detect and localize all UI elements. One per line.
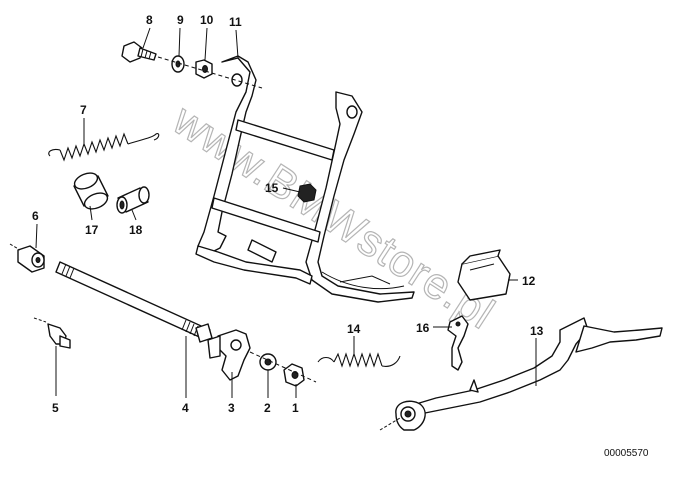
bolt-8 (121, 41, 157, 63)
spring-7 (48, 132, 160, 162)
nut-10 (195, 59, 213, 79)
callout-2: 2 (264, 401, 271, 415)
callout-17: 17 (85, 223, 99, 237)
leader-lines (35, 27, 537, 398)
callout-1: 1 (292, 401, 299, 415)
bush-17 (73, 172, 109, 210)
callout-3: 3 (228, 401, 235, 415)
center-stand (195, 55, 415, 303)
nut-15 (297, 183, 317, 203)
callout-15: 15 (265, 181, 279, 195)
callout-18: 18 (129, 223, 143, 237)
bracket-16 (447, 315, 469, 371)
callout-5: 5 (52, 401, 59, 415)
callout-10: 10 (200, 13, 214, 27)
pivot-6 (9, 243, 45, 273)
callout-9: 9 (177, 13, 184, 27)
side-stand-13 (379, 317, 663, 431)
rubber-block-12 (457, 249, 511, 301)
axle-4 (55, 261, 213, 343)
drawing-number: 00005570 (604, 448, 649, 459)
nut-1 (283, 363, 305, 387)
callout-labels: 8 9 10 11 7 15 17 18 6 12 14 16 13 5 4 3… (32, 13, 544, 415)
callout-6: 6 (32, 209, 39, 223)
callout-4: 4 (182, 401, 189, 415)
callout-13: 13 (530, 324, 544, 338)
washer-9 (171, 55, 185, 73)
callout-14: 14 (347, 322, 361, 336)
callout-12: 12 (522, 274, 536, 288)
callout-8: 8 (146, 13, 153, 27)
washer-2 (259, 353, 277, 371)
spring-14 (317, 352, 401, 368)
callout-7: 7 (80, 103, 87, 117)
pin-5 (33, 317, 71, 349)
bracket-3 (207, 329, 251, 381)
callout-16: 16 (416, 321, 430, 335)
bush-18 (116, 186, 150, 214)
callout-11: 11 (229, 15, 242, 29)
